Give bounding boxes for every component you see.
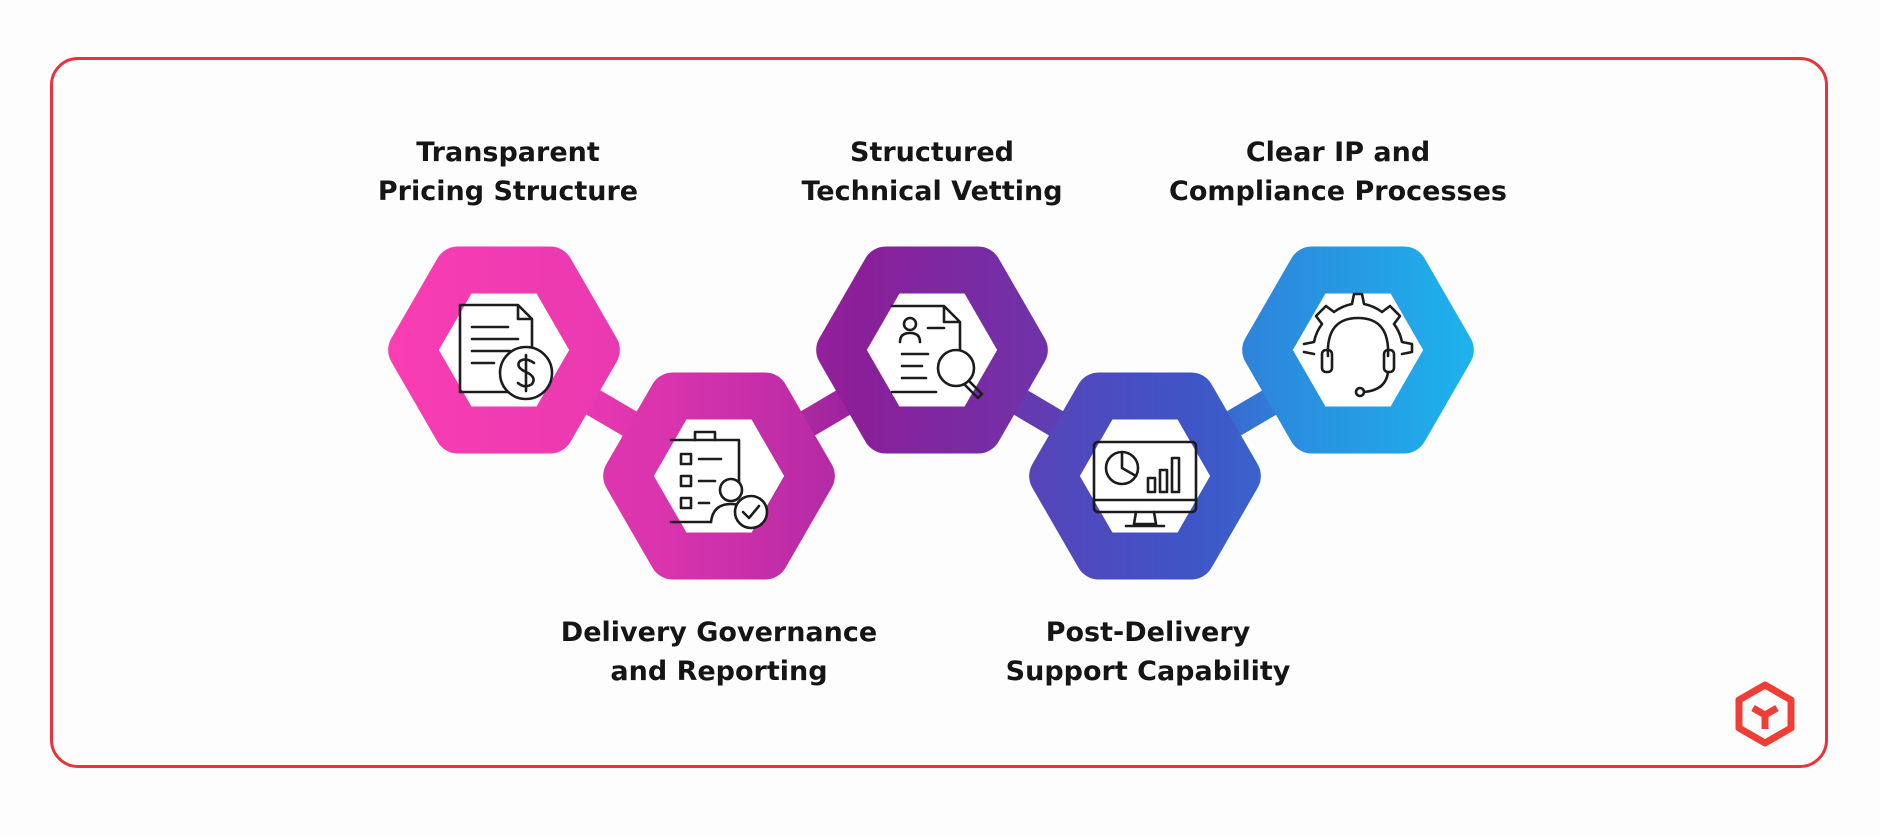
step-title-line: Post-Delivery [1045,617,1251,648]
headset-ear-left [1320,348,1334,374]
dollar-sign [516,353,536,393]
checkbox [679,474,693,488]
pricing-document-icon [458,303,554,401]
brand-cube-logo-icon [1735,681,1795,747]
step-title-technical-vetting: Structured Technical Vetting [722,133,1142,211]
step-title-line: Support Capability [1005,656,1291,687]
headset-band [1326,316,1390,358]
headset-gear-icon [1302,292,1414,398]
monitor-stand [1124,510,1166,528]
hexagon-step-5 [1242,246,1474,454]
logo-cube [1735,681,1795,747]
magnifier-lens [936,348,976,388]
person-head [718,477,744,503]
step-title-ip-compliance: Clear IP and Compliance Processes [1128,133,1548,211]
step-title-line: Clear IP and [1245,137,1431,168]
document-search-icon [890,304,984,400]
logo-cube-inner [1751,704,1779,729]
bar [1170,456,1181,494]
bar [1158,468,1169,494]
step-title-line: and Reporting [610,656,828,687]
profile-head [902,316,918,332]
hexagon-frame [1242,246,1474,454]
hexagon-step-4 [1029,372,1261,580]
gear-outline-left [1302,350,1316,356]
step-title-line: Technical Vetting [801,176,1063,207]
step-title-line: Compliance Processes [1169,176,1507,207]
hexagon-frame [1029,372,1261,580]
hexagon-frame [816,246,1048,454]
hexagon-step-3 [816,246,1048,454]
hexagon-frame [603,372,835,580]
clipboard-clip [693,430,717,442]
headset-mic [1362,370,1390,394]
monitor-analytics-icon [1092,440,1198,528]
checklist-user-icon [669,430,769,530]
pie-slice [1120,450,1138,478]
step-title-post-delivery-support: Post-Delivery Support Capability [938,613,1358,691]
gear-outline [1302,292,1414,356]
step-title-line: Structured [850,137,1014,168]
checkbox [679,452,693,466]
step-title-line: Delivery Governance [560,617,878,648]
step-title-line: Transparent [416,137,600,168]
check-mark [741,504,761,520]
step-title-transparent-pricing: Transparent Pricing Structure [298,133,718,211]
step-title-delivery-governance: Delivery Governance and Reporting [509,613,929,691]
step-title-line: Pricing Structure [377,176,639,207]
clipboard-outline [669,438,741,524]
monitor-screen [1092,440,1198,514]
check-badge [733,494,769,530]
document-outline [890,304,962,394]
magnifier-handle [963,379,984,400]
headset-mic-tip [1354,386,1366,398]
profile-body [898,331,922,344]
hexagon-step-2 [603,372,835,580]
bar [1146,476,1157,494]
checkbox [679,496,693,510]
